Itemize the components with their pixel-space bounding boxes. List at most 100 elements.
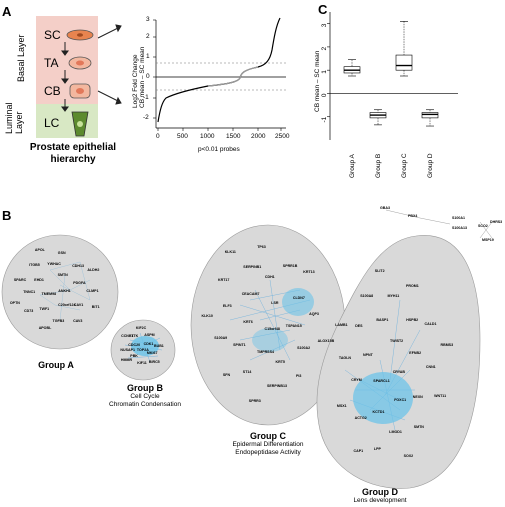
gene-label-group-d: LAMB1 xyxy=(335,323,348,328)
gene-label-group-a: ALDH2 xyxy=(87,267,100,272)
gene-label-group-a: TGFB3 xyxy=(52,318,65,323)
gene-label-group-c: ELF3 xyxy=(222,304,232,309)
gene-label-group-a: SMTN xyxy=(57,273,68,278)
gene-label-group-a: C20orf124 xyxy=(58,303,76,308)
gene-label-group-c: KRT17 xyxy=(218,278,230,282)
group-d-sub1: Lens development xyxy=(353,497,407,504)
sc-label: SC xyxy=(44,28,61,42)
gene-label-group-d: CRYAB xyxy=(392,369,406,374)
gene-label-group-a: CDH13 xyxy=(72,264,84,269)
lc-label: LC xyxy=(44,116,60,130)
gene-label-group-c: SERPINB13 xyxy=(267,384,287,389)
gene-label-group-d: LMOD1 xyxy=(389,429,402,434)
gene-label-group-a: TNNC1 xyxy=(23,289,36,294)
gene-label-group-d: NEXN xyxy=(412,394,423,399)
group-d-caption: Group D Lens development xyxy=(335,487,425,505)
gene-label-top: MSP19 xyxy=(482,238,494,242)
gene-label-group-c: S100A2 xyxy=(297,346,311,351)
gene-label-group-d: TAGLN xyxy=(338,356,351,360)
fold-ytick-3: 1 xyxy=(146,53,150,60)
group-c-core-1 xyxy=(282,288,314,316)
group-d-blob xyxy=(316,235,481,489)
gene-label-group-c: SPRR1B xyxy=(282,264,298,269)
gene-label-group-b: TOP2A xyxy=(136,348,149,353)
gene-label-group-b: PBK xyxy=(130,354,138,358)
cb-nucleus-icon xyxy=(76,88,84,94)
gene-label-group-a: BIT1 xyxy=(91,304,100,309)
gene-label-group-b: MKI67 xyxy=(146,351,158,356)
gene-label-group-d: PROM1 xyxy=(406,284,419,289)
gene-label-group-b: HMMR xyxy=(120,357,133,362)
gene-label-group-d: S100A8 xyxy=(360,293,374,298)
gene-label-group-a: OPTN xyxy=(9,301,20,306)
top-network-edges xyxy=(385,209,493,239)
gene-label-group-c: CLDN7 xyxy=(292,296,305,301)
group-c-sub1: Epidermal Differentiation xyxy=(232,441,304,448)
group-c-sub2: Endopeptidase Activity xyxy=(235,449,301,456)
boxplot-ytick-label: -1 xyxy=(321,116,328,122)
panel-letter-b: B xyxy=(2,208,12,223)
gene-label-group-d: BASP1 xyxy=(376,318,389,323)
gene-label-group-b: ASPM xyxy=(144,333,155,337)
hierarchy-title: Prostate epithelial hierarchy xyxy=(18,142,128,166)
gene-label-group-d: SMTN xyxy=(413,425,424,430)
ta-label: TA xyxy=(44,56,59,70)
gene-label-group-b: KIF11 xyxy=(137,360,147,365)
gene-label-group-c: PI3 xyxy=(296,374,302,379)
fold-xtick-2: 1000 xyxy=(200,133,215,140)
hierarchy-diagram xyxy=(36,16,122,138)
gene-label-group-c: SPRR3 xyxy=(248,399,261,403)
gene-label-group-b: CCNB1 xyxy=(121,334,134,339)
gene-label-group-c: TSPAN15 xyxy=(285,323,302,328)
gene-label-group-d: KCTD1 xyxy=(372,409,385,414)
luminal-layer-bg xyxy=(36,104,98,138)
gene-label-group-d: NPNT xyxy=(363,352,373,357)
hierarchy-title-line1: Prostate epithelial xyxy=(29,142,117,153)
gene-label-top: S100A13 xyxy=(452,226,467,230)
group-b-title: Group B xyxy=(127,383,163,393)
gene-label-top: PBX4 xyxy=(408,214,418,218)
cb-label: CB xyxy=(44,84,61,98)
gene-label-top: GBA3 xyxy=(380,206,390,210)
fold-xtick-3: 1500 xyxy=(226,133,241,140)
gene-label-group-c: ALOX15B xyxy=(317,339,335,344)
gene-label-group-c: KLK10 xyxy=(201,313,213,318)
boxplot-iqr-rect xyxy=(421,112,439,119)
boxplot-ytick-label: 1 xyxy=(321,70,328,74)
fold-ytick-2: 0 xyxy=(146,73,150,80)
fold-xtick-5: 2500 xyxy=(275,133,290,140)
sc-nucleus-icon xyxy=(77,33,83,37)
fold-ytick-1: -1 xyxy=(143,94,149,101)
gene-label-group-c: TMPRSS4 xyxy=(257,349,274,354)
gene-label-group-a: APOL xyxy=(34,248,45,253)
gene-label-group-d: RBMS3 xyxy=(440,342,454,347)
hierarchy-title-line2: hierarchy xyxy=(50,154,96,165)
gene-label-group-d: LPP xyxy=(373,446,381,451)
gene-label-group-d: EFNB2 xyxy=(409,351,422,356)
gene-label-group-d: CNN1 xyxy=(425,365,436,369)
group-b-caption: Group B Cell Cycle Chromatin Condensatio… xyxy=(100,383,190,409)
boxplot-box xyxy=(421,109,439,127)
panel-letter-c: C xyxy=(318,2,328,17)
group-a-edges xyxy=(39,261,91,321)
gene-label-group-a: APOBL xyxy=(38,326,52,331)
group-b-sub1: Cell Cycle xyxy=(130,393,160,400)
group-c-caption: Group C Epidermal Differentiation Endope… xyxy=(213,431,323,457)
lc-nucleus-icon xyxy=(77,121,83,127)
gene-label-group-d: CRYM xyxy=(351,378,362,383)
fold-change-plot xyxy=(153,17,286,131)
gene-label-group-c: CEACAM7 xyxy=(241,292,260,297)
gene-label-group-c: KRT5 xyxy=(275,360,285,365)
group-b-core xyxy=(131,336,159,356)
gene-label-group-b: BIRC5 xyxy=(148,360,160,364)
gene-label-group-d: ACTG2 xyxy=(354,416,367,421)
group-c-core-2 xyxy=(252,328,288,352)
gene-label-group-a: ANKH1 xyxy=(58,289,71,293)
gene-label-group-c: ST14 xyxy=(242,370,252,375)
group-a-blob xyxy=(1,234,119,350)
gene-label-group-b: NUSAP1 xyxy=(120,347,135,352)
gene-label-group-a: EHD1 xyxy=(34,278,44,282)
gene-label-group-c: C15orf48 xyxy=(264,326,280,331)
fold-xtick-0: 0 xyxy=(156,133,160,140)
